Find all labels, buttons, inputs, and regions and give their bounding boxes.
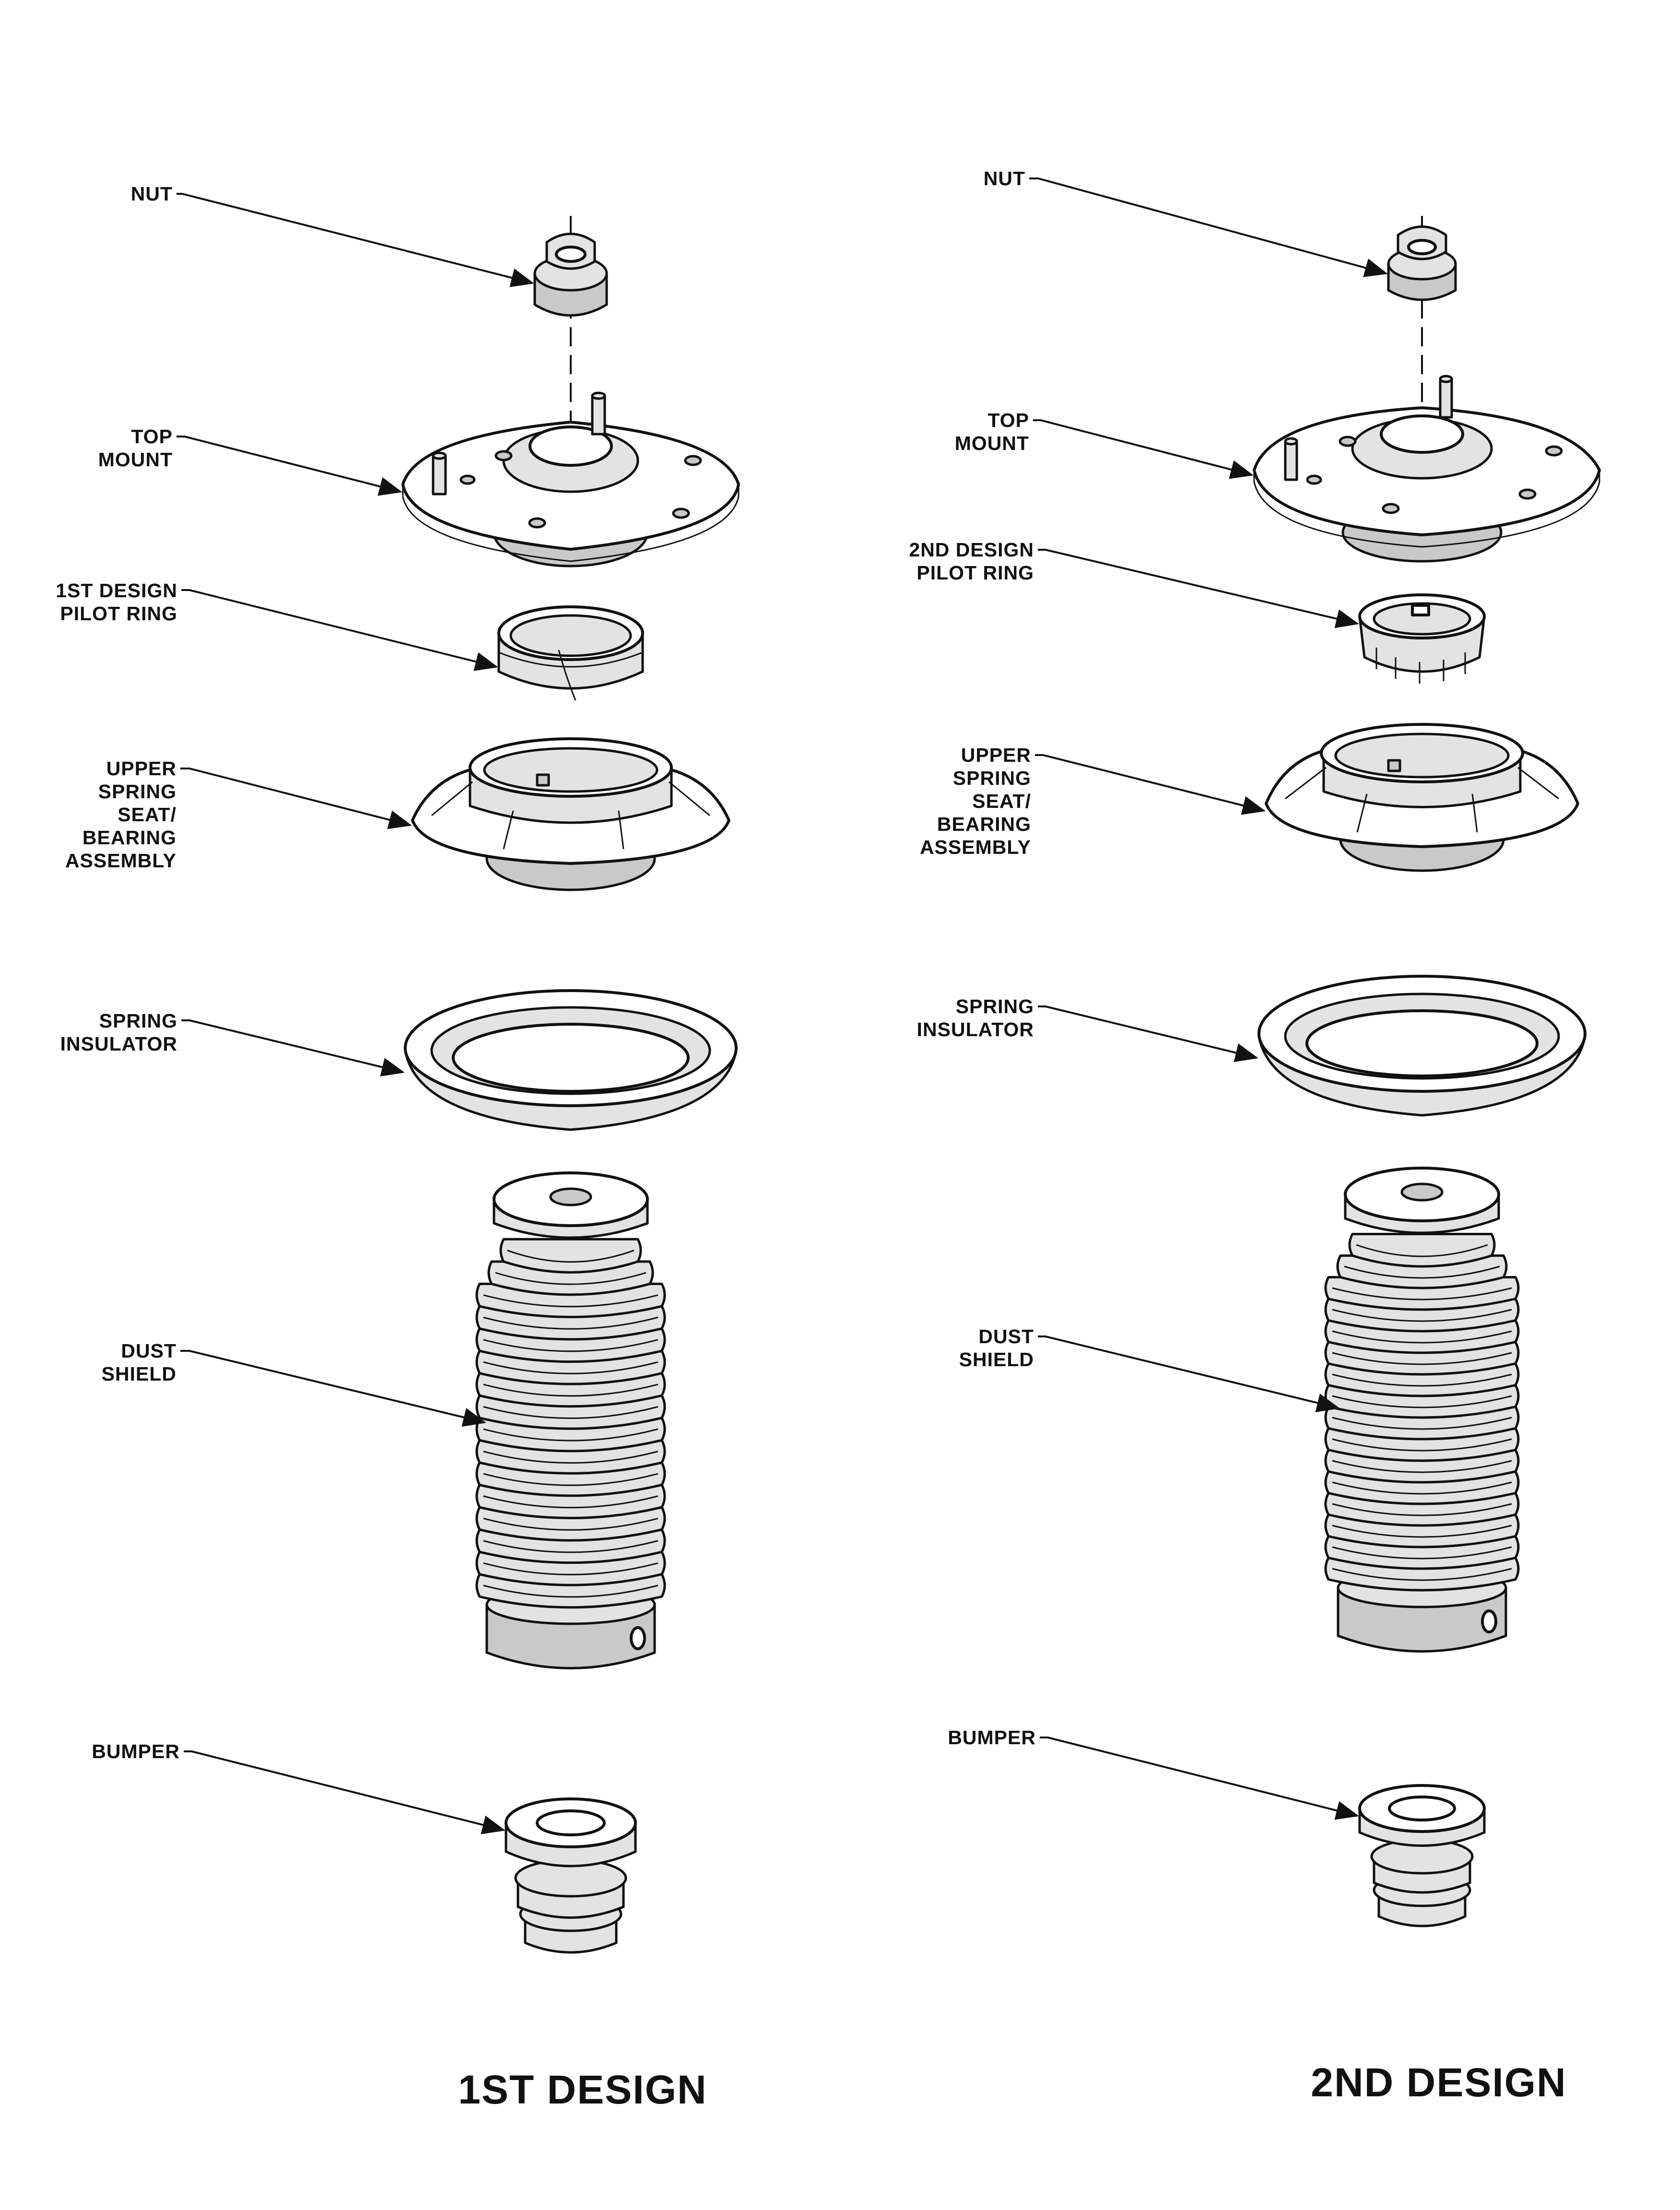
- callout-nut: NUT: [131, 183, 534, 287]
- callout-spring-insulator: SPRING INSULATOR: [917, 995, 1258, 1063]
- top-mount-part: [1253, 375, 1601, 563]
- callout-upper-spring-seat: UPPER SPRING SEAT/ BEARING ASSEMBLY: [920, 744, 1266, 858]
- label-spring-insulator-line1: SPRING: [99, 1010, 177, 1032]
- label-spring-insulator-line2: INSULATOR: [60, 1033, 177, 1055]
- design-1-assembly: [401, 216, 740, 1954]
- label-pilot-ring-line1: 1ST DESIGN: [56, 579, 177, 602]
- nut-part: [1387, 225, 1457, 301]
- dust-shield-part: [1324, 1167, 1520, 1653]
- callout-top-mount: TOP MOUNT: [98, 425, 402, 496]
- bumper-part: [1358, 1784, 1486, 1927]
- design-1-title: 1ST DESIGN: [458, 2067, 707, 2112]
- label-top-mount-line2: MOUNT: [98, 449, 173, 471]
- design-2-title: 2ND DESIGN: [1311, 2060, 1566, 2105]
- label-upper-spring-seat-line4: BEARING: [82, 827, 176, 849]
- callout-bumper: BUMPER: [92, 1740, 505, 1834]
- callout-upper-spring-seat: UPPER SPRING SEAT/ BEARING ASSEMBLY: [65, 757, 412, 872]
- label-dust-shield-line1: DUST: [121, 1340, 176, 1362]
- label-bumper: BUMPER: [92, 1740, 180, 1762]
- bumper-part: [505, 1797, 637, 1954]
- spring-insulator-part: [1257, 975, 1586, 1117]
- spring-insulator-part: [404, 989, 738, 1131]
- label-upper-spring-seat-line2: SPRING: [98, 780, 176, 803]
- label-spring-insulator-line2: INSULATOR: [917, 1018, 1034, 1040]
- label-pilot-ring-line2: PILOT RING: [916, 562, 1034, 584]
- label-upper-spring-seat-line1: UPPER: [106, 757, 176, 780]
- upper-spring-seat-part: [1265, 723, 1579, 872]
- label-pilot-ring-line1: 2ND DESIGN: [909, 539, 1034, 561]
- label-nut: NUT: [131, 183, 173, 205]
- callout-top-mount: TOP MOUNT: [955, 409, 1254, 479]
- label-upper-spring-seat-line5: ASSEMBLY: [920, 836, 1031, 858]
- design-2-assembly: [1253, 216, 1601, 1927]
- dust-shield-part: [475, 1171, 666, 1669]
- callout-bumper: BUMPER: [948, 1726, 1359, 1820]
- top-mount-part: [401, 391, 740, 567]
- label-upper-spring-seat-line3: SEAT/: [972, 790, 1031, 812]
- design-2-callouts: NUT TOP MOUNT 2ND DESIGN PILOT RING UPPE…: [909, 167, 1388, 1820]
- label-upper-spring-seat-line5: ASSEMBLY: [65, 850, 176, 872]
- callout-dust-shield: DUST SHIELD: [959, 1325, 1340, 1412]
- callout-nut: NUT: [984, 167, 1388, 277]
- callout-dust-shield: DUST SHIELD: [102, 1340, 486, 1427]
- label-spring-insulator-line1: SPRING: [956, 995, 1034, 1017]
- label-top-mount-line2: MOUNT: [955, 432, 1029, 454]
- upper-spring-seat-part: [411, 737, 730, 891]
- callout-spring-insulator: SPRING INSULATOR: [60, 1010, 405, 1077]
- label-dust-shield-line1: DUST: [978, 1325, 1034, 1347]
- label-upper-spring-seat-line2: SPRING: [953, 767, 1031, 789]
- label-dust-shield-line2: SHIELD: [102, 1363, 176, 1385]
- label-top-mount-line1: TOP: [987, 409, 1029, 431]
- label-top-mount-line1: TOP: [131, 425, 173, 448]
- pilot-ring-part: [1358, 593, 1486, 684]
- label-nut: NUT: [984, 167, 1025, 189]
- label-bumper: BUMPER: [948, 1726, 1036, 1749]
- label-pilot-ring-line2: PILOT RING: [60, 603, 177, 625]
- callout-pilot-ring: 2ND DESIGN PILOT RING: [909, 539, 1359, 628]
- pilot-ring-part: [497, 605, 644, 701]
- label-upper-spring-seat-line1: UPPER: [961, 744, 1031, 766]
- nut-part: [533, 233, 608, 317]
- callout-pilot-ring: 1ST DESIGN PILOT RING: [56, 579, 498, 671]
- label-upper-spring-seat-line4: BEARING: [937, 813, 1031, 835]
- design-1-callouts: NUT TOP MOUNT 1ST DESIGN PILOT RING UPPE…: [56, 183, 534, 1834]
- label-dust-shield-line2: SHIELD: [959, 1348, 1034, 1371]
- label-upper-spring-seat-line3: SEAT/: [117, 804, 176, 826]
